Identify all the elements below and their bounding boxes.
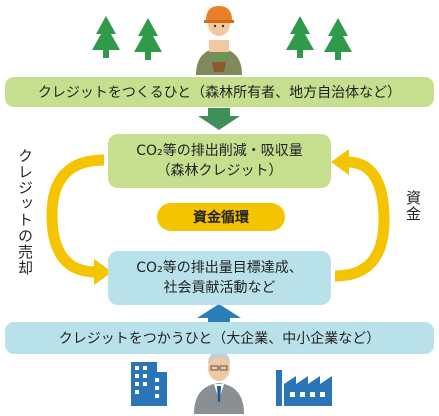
businessman-icon <box>194 352 244 414</box>
tree-icon-4 <box>324 18 352 60</box>
up-arrow-blue <box>197 304 241 322</box>
user-label: クレジットをつかうひと（大企業、中小企業など） <box>58 331 381 347</box>
tree-icon-1 <box>92 16 120 58</box>
creator-bar: クレジットをつくるひと（森林所有者、地方自治体など） <box>5 77 434 107</box>
target-achievement-line2: 社会貢献活動など <box>163 280 276 296</box>
down-arrow-green <box>198 108 240 130</box>
credit-sale-label: クレジットの売却 <box>16 148 34 276</box>
left-cycle-arrow <box>46 154 105 278</box>
target-achievement-line1: CO₂等の排出量目標達成、 <box>136 260 303 276</box>
factory-icon <box>276 370 332 406</box>
fund-cycle-badge: 資金循環 <box>157 203 285 231</box>
emission-reduction-box: CO₂等の排出削減・吸収量 （森林クレジット） <box>108 134 331 188</box>
tree-icon-3 <box>286 16 314 58</box>
building-icon <box>131 362 167 406</box>
creator-label: クレジットをつくるひと（森林所有者、地方自治体など） <box>37 85 402 101</box>
target-achievement-box: CO₂等の排出量目標達成、 社会貢献活動など <box>108 251 331 305</box>
emission-reduction-line2: （森林クレジット） <box>156 163 283 179</box>
fund-cycle-label: 資金循環 <box>193 210 249 226</box>
user-bar: クレジットをつかうひと（大企業、中小企業など） <box>5 322 434 354</box>
funds-label: 資金 <box>404 190 422 222</box>
emission-reduction-line1: CO₂等の排出削減・吸収量 <box>136 143 303 159</box>
right-cycle-arrow <box>334 156 390 282</box>
forest-worker-icon <box>196 6 242 75</box>
tree-icon-2 <box>134 18 162 60</box>
